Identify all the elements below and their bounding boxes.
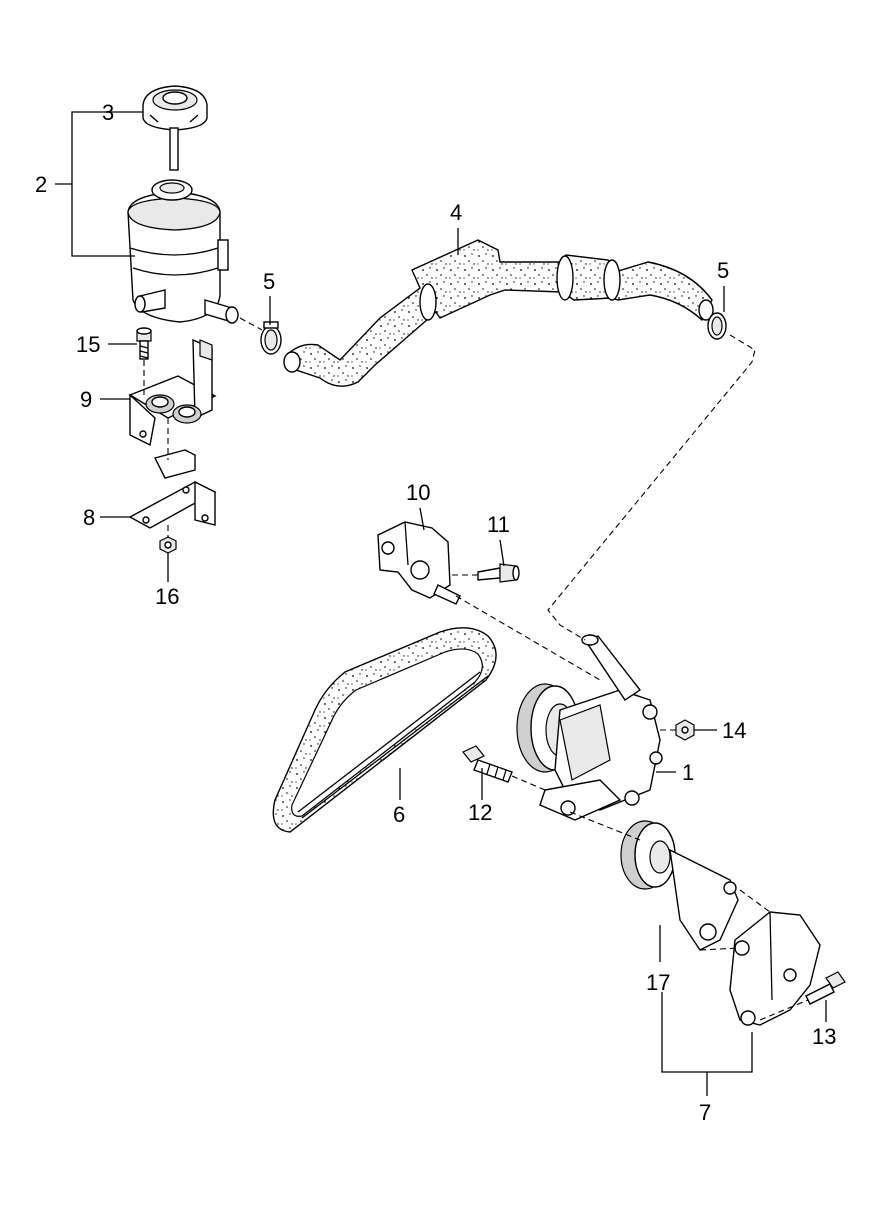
callout-12: 12 [468, 800, 492, 825]
callout-10: 10 [406, 480, 430, 505]
callout-5-right: 5 [717, 258, 729, 283]
callout-11: 11 [487, 512, 510, 537]
power-steering-pump [516, 634, 663, 821]
pump-bracket-10 [377, 521, 461, 605]
callout-9: 9 [80, 387, 92, 412]
mounting-bracket [128, 449, 217, 529]
nut-14 [675, 719, 695, 741]
reservoir-bracket [128, 338, 217, 447]
reservoir-cap [142, 85, 208, 171]
reservoir-tank [127, 179, 239, 324]
callout-3: 3 [102, 100, 114, 125]
belt-tensioner [620, 820, 739, 951]
callout-8: 8 [83, 505, 95, 530]
callout-15: 15 [76, 332, 100, 357]
return-hose [283, 239, 714, 387]
callout-17: 17 [646, 970, 670, 995]
callout-16: 16 [155, 584, 179, 609]
callout-6: 6 [393, 802, 405, 827]
callout-13: 13 [812, 1024, 836, 1049]
callout-5-left: 5 [263, 269, 275, 294]
tensioner-bracket [729, 911, 821, 1026]
connection-lines [143, 317, 809, 1021]
leader-lines [55, 111, 827, 1096]
callout-1: 1 [682, 760, 694, 785]
drive-belt [272, 627, 497, 833]
hose-clamp-right [707, 312, 727, 340]
callout-4: 4 [450, 200, 462, 225]
hose-clamp-left [260, 321, 282, 355]
bolt-15 [136, 327, 152, 360]
callout-14: 14 [722, 718, 746, 743]
callout-7: 7 [699, 1100, 711, 1125]
callout-2: 2 [35, 172, 47, 197]
callouts: 1 2 3 4 5 5 6 7 8 9 10 11 12 13 14 15 16… [35, 100, 836, 1125]
bolt-11 [477, 563, 520, 583]
bolt-12 [462, 745, 513, 783]
nut-16 [159, 536, 177, 554]
bolt-13 [805, 971, 846, 1005]
